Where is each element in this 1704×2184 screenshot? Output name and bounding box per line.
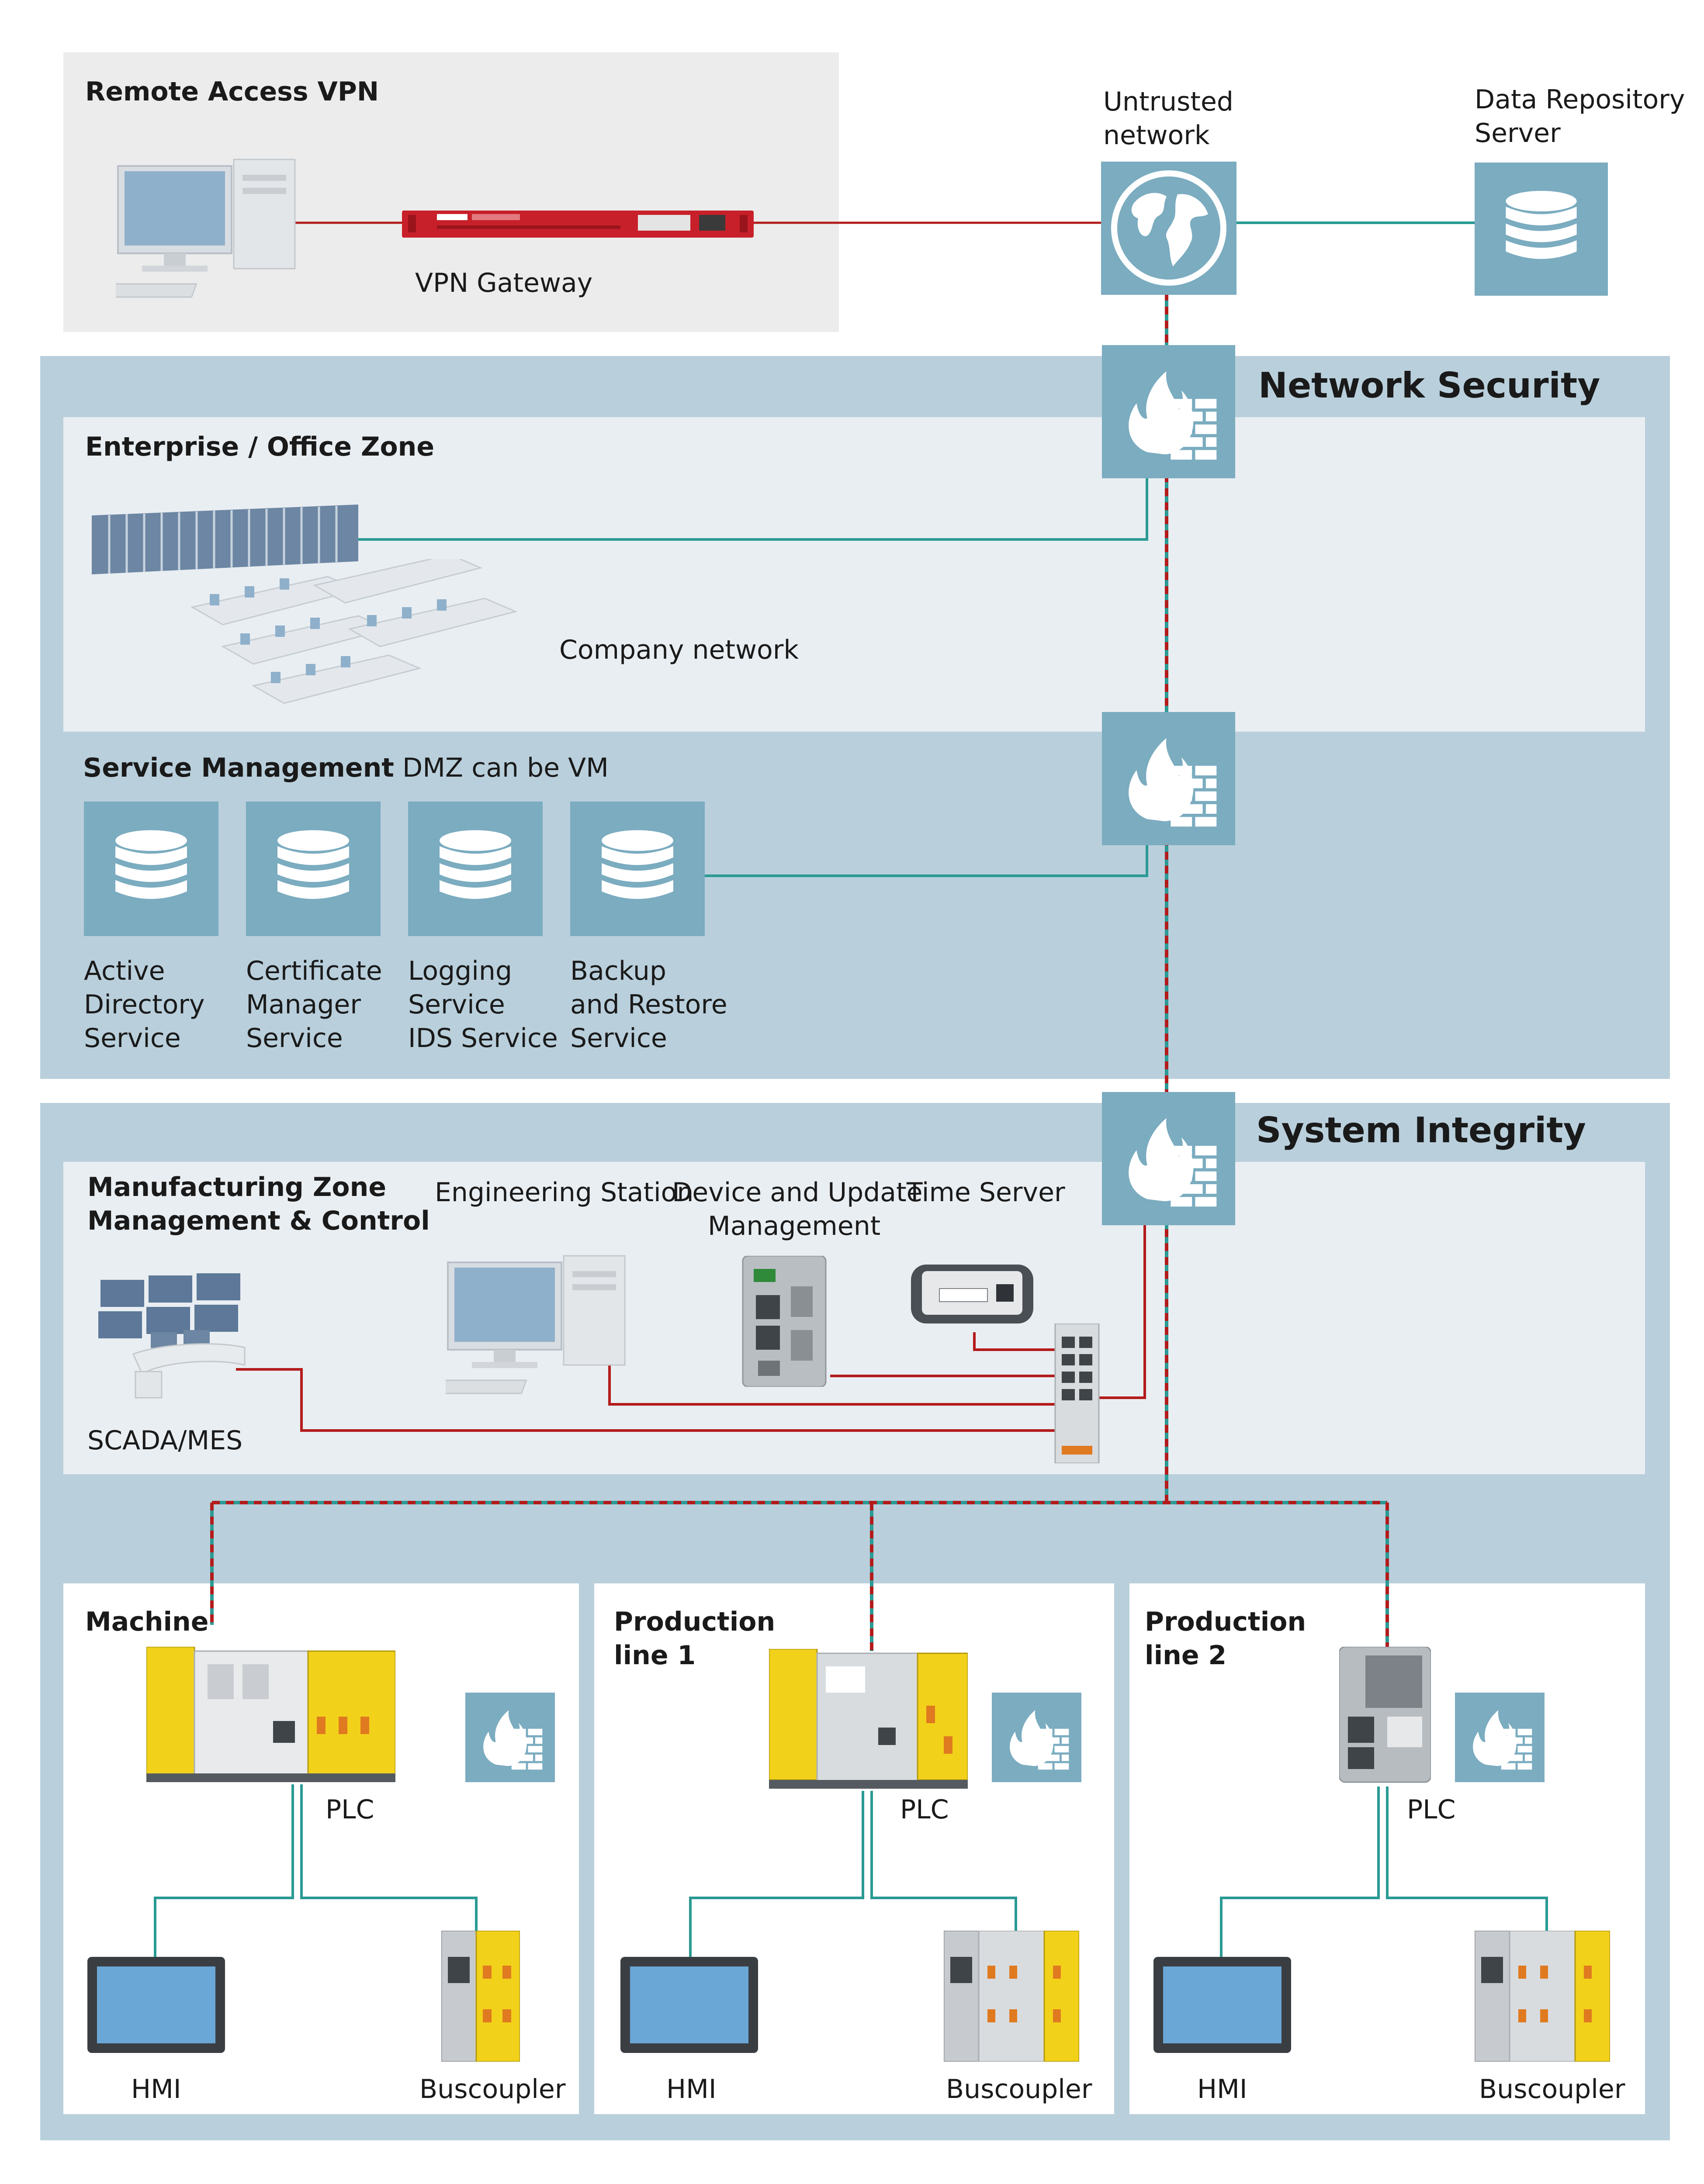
service-label-backup-3: Service: [570, 1023, 667, 1054]
production-line-2-firewall: [1455, 1693, 1545, 1782]
engineering-station-icon: [446, 1255, 626, 1394]
service-label-logging-1: Logging: [408, 956, 513, 986]
machine-title: Machine: [85, 1607, 209, 1637]
untrusted-label-2: network: [1103, 120, 1210, 151]
remote-vpn-title: Remote Access VPN: [85, 76, 379, 107]
untrusted-label-1: Untrusted: [1103, 86, 1233, 117]
firewall-system-integrity: [1102, 1092, 1235, 1225]
production-line-2-plc-label: PLC: [1407, 1794, 1456, 1825]
production-line-2-plc-device: [1339, 1647, 1431, 1783]
production-line-1-hmi-device: [620, 1957, 758, 2053]
repo-label-1: Data Repository: [1475, 84, 1685, 115]
time-server-device: [911, 1265, 1033, 1324]
firewall-icon: [1473, 1710, 1532, 1770]
engineering-station-label: Engineering Station: [435, 1177, 694, 1208]
service-label-active-directory-1: Active: [84, 956, 165, 986]
company-network-label: Company network: [559, 635, 799, 665]
service-tile-certificate-manager: [246, 802, 381, 936]
machine-buscoupler-device: [441, 1931, 520, 2062]
production-line-1-buscoupler-label: Buscoupler: [946, 2074, 1092, 2105]
machine-hmi-label: HMI: [131, 2074, 181, 2105]
service-label-logging-2: Service: [408, 989, 505, 1020]
service-mgmt-title-bold: Service Management: [83, 753, 394, 783]
device-update-label-2: Management: [708, 1211, 881, 1241]
production-line-1-title-1: Production: [614, 1607, 776, 1637]
service-label-certificate-3: Service: [246, 1023, 343, 1054]
service-tile-active-directory: [84, 802, 218, 936]
manufacturing-title-1: Manufacturing Zone: [87, 1172, 387, 1203]
device-update-management-device: [742, 1256, 827, 1387]
network-security-title: Network Security: [1258, 365, 1600, 406]
firewall-dmz: [1102, 712, 1235, 845]
production-line-2-hmi-device: [1153, 1957, 1291, 2053]
firewall-icon: [1129, 1118, 1217, 1207]
service-label-active-directory-2: Directory: [84, 989, 205, 1020]
production-line-1-plc-device: [769, 1649, 968, 1789]
production-line-2-buscoupler-label: Buscoupler: [1479, 2074, 1625, 2105]
production-line-1-title-2: line 1: [614, 1640, 696, 1671]
server-rack-icon: [92, 505, 358, 574]
machine-buscoupler-label: Buscoupler: [419, 2074, 566, 2105]
service-label-backup-1: Backup: [570, 956, 666, 986]
service-tile-backup: [570, 802, 705, 936]
remote-workstation-icon: [116, 159, 296, 298]
service-label-logging-3: IDS Service: [408, 1023, 558, 1054]
service-label-backup-2: and Restore: [570, 989, 727, 1020]
firewall-icon: [483, 1710, 543, 1770]
production-line-1-buscoupler-device: [944, 1931, 1079, 2062]
manufacturing-zone-panel: [63, 1162, 1645, 1474]
production-line-1-plc-label: PLC: [900, 1794, 949, 1825]
database-icon: [115, 830, 187, 899]
system-integrity-title: System Integrity: [1256, 1110, 1586, 1151]
production-line-2-hmi-label: HMI: [1197, 2074, 1247, 2105]
network-switch-device: [1054, 1324, 1100, 1463]
database-icon: [602, 830, 673, 899]
service-label-certificate-1: Certificate: [246, 956, 382, 986]
device-update-label-1: Device and Update: [672, 1177, 923, 1208]
office-desks-icon: [190, 559, 518, 704]
production-line-1-firewall: [992, 1693, 1081, 1782]
production-line-2-title-2: line 2: [1145, 1640, 1227, 1671]
machine-hmi-device: [87, 1957, 225, 2053]
data-repository-tile: [1475, 162, 1608, 296]
service-label-active-directory-3: Service: [84, 1023, 181, 1054]
production-line-2-title-1: Production: [1145, 1607, 1306, 1637]
production-line-1-hmi-label: HMI: [666, 2074, 717, 2105]
production-line-2-buscoupler-device: [1475, 1931, 1610, 2062]
vpn-gateway-label: VPN Gateway: [415, 268, 593, 298]
service-mgmt-title-rest: DMZ can be VM: [394, 753, 609, 783]
machine-plc-label: PLC: [326, 1794, 374, 1825]
manufacturing-title-2: Management & Control: [87, 1206, 430, 1236]
untrusted-network-tile: [1101, 162, 1236, 295]
scada-label: SCADA/MES: [87, 1425, 243, 1456]
globe-icon: [1111, 170, 1226, 286]
database-icon: [277, 830, 349, 899]
time-server-label: Time Server: [907, 1177, 1065, 1208]
service-label-certificate-2: Manager: [246, 989, 361, 1020]
enterprise-title: Enterprise / Office Zone: [85, 432, 435, 462]
machine-plc-device: [146, 1647, 395, 1782]
firewall-network-security: [1102, 345, 1235, 478]
service-mgmt-title: Service Management DMZ can be VM: [83, 751, 609, 784]
machine-firewall: [465, 1693, 555, 1782]
scada-control-desk-icon: [98, 1273, 246, 1399]
service-tile-logging: [408, 802, 543, 936]
firewall-icon: [1129, 371, 1217, 460]
vpn-gateway-device: [402, 211, 754, 238]
database-icon: [440, 830, 511, 899]
repo-label-2: Server: [1475, 118, 1561, 149]
firewall-icon: [1129, 738, 1217, 827]
database-icon: [1506, 190, 1577, 259]
firewall-icon: [1010, 1710, 1069, 1770]
